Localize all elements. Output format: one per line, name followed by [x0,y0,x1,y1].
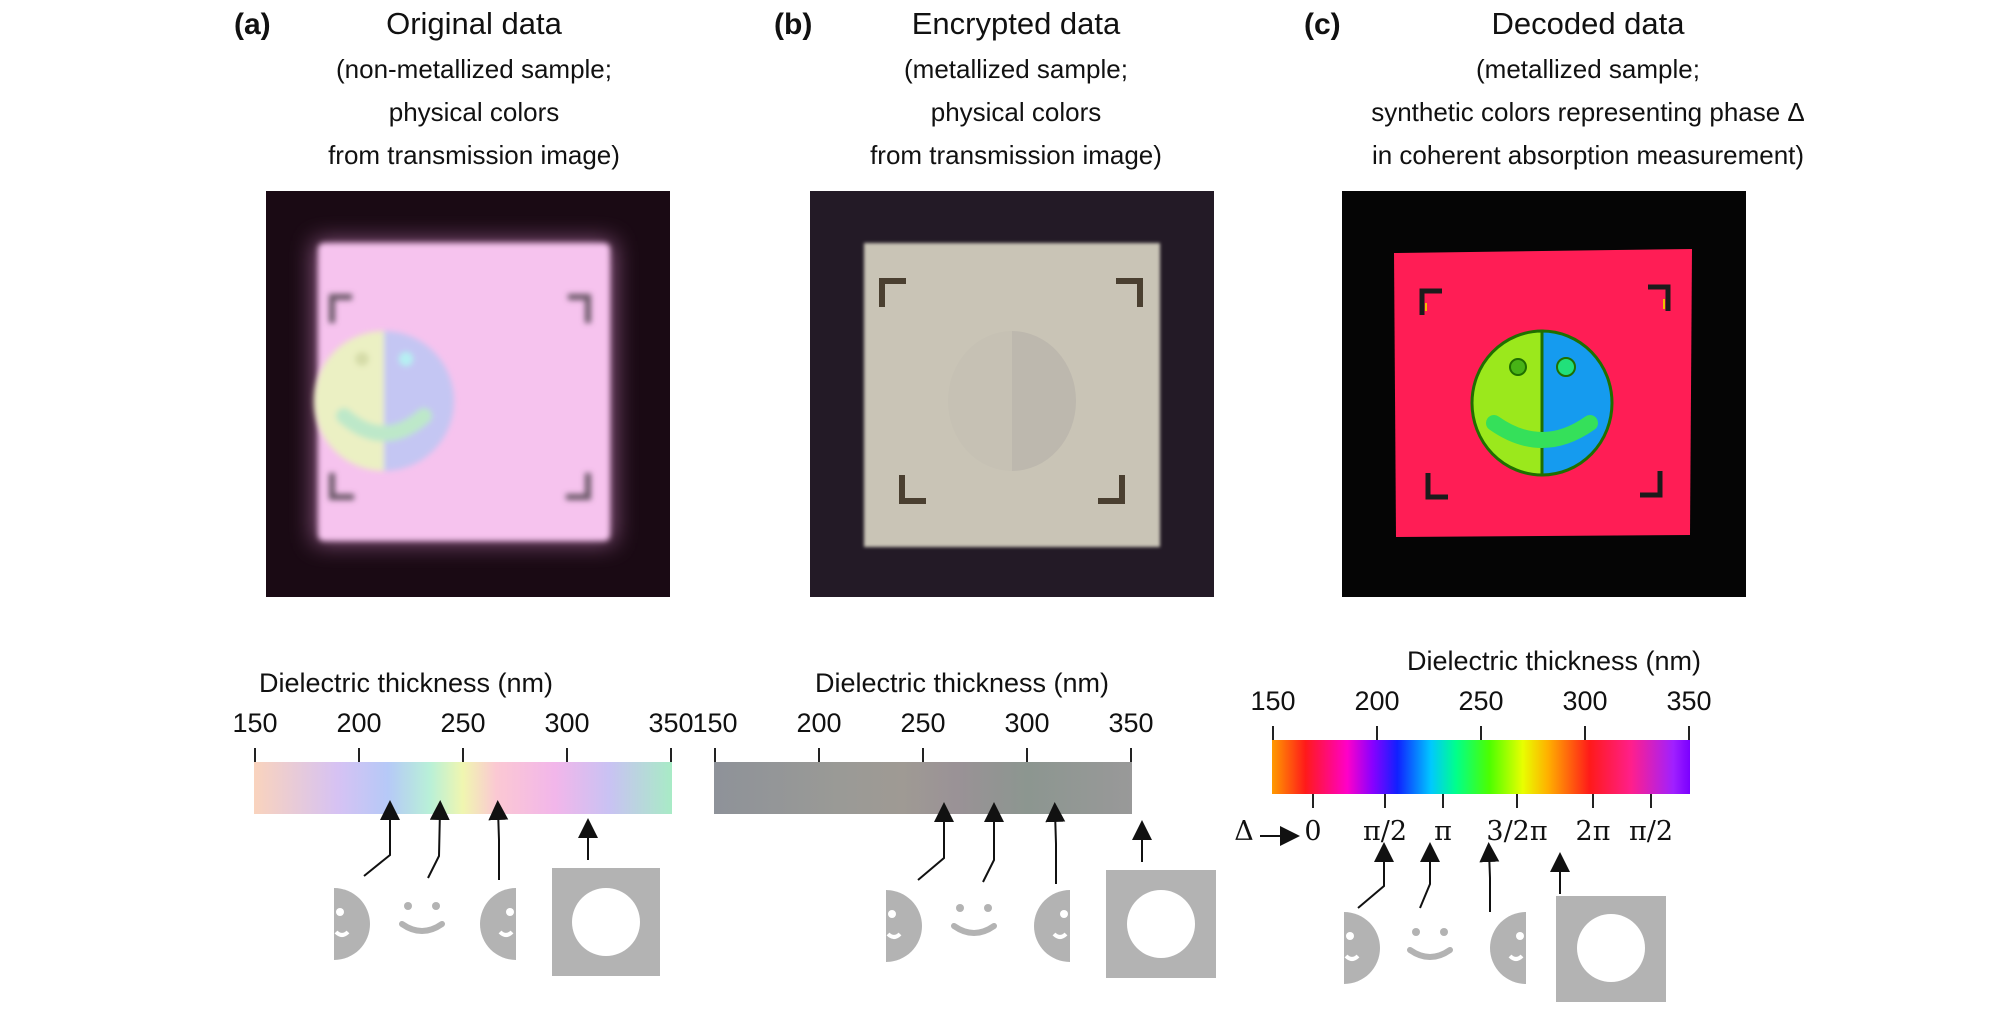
phase-label: π [1434,816,1452,847]
half-face-icon [1490,912,1526,984]
axis-tick [358,748,360,762]
axis-tick [462,748,464,762]
phase-tick [1650,794,1652,808]
tick-label: 200 [796,708,842,738]
panel-letter: (a) [234,8,271,41]
axis-tick [1480,726,1482,740]
half-face-icon [480,888,516,960]
panel-subtitle-3: from transmission image) [870,140,1162,170]
panel-c: (c) Decoded data (metallized sample; syn… [1234,0,2008,1004]
axis-tick [1130,748,1132,762]
icon-row-b [886,870,1216,978]
delta-prefix: Δ [1234,816,1254,847]
panel-subtitle-2: physical colors [930,97,1102,127]
half-face-icon [1034,890,1070,962]
arrows-c [1357,842,1570,912]
panel-letter: (b) [774,8,813,41]
phase-tick [1592,794,1594,808]
phase-tick [1516,794,1518,808]
axis-tick [818,748,820,762]
thickness-color-bar [254,762,672,814]
icon-row-c [1344,896,1666,1002]
half-face-icon [1344,912,1380,984]
tick-label: 150 [232,708,278,738]
panel-letter: (c) [1304,8,1341,41]
phase-label: 0 [1304,816,1322,847]
panel-title: Encrypted data [911,6,1121,41]
tick-label: 150 [692,708,738,738]
panel-b: (b) Encrypted data (metallized sample; p… [680,0,1240,1004]
tick-label: 200 [336,708,382,738]
axis-tick [1376,726,1378,740]
panel-subtitle-2: synthetic colors representing phase Δ [1371,97,1805,127]
tick-label: 350 [648,708,694,738]
tick-label: 350 [1108,708,1154,738]
square-ring-icon [1106,870,1216,978]
tick-label: 300 [1562,686,1608,716]
sample-photo-original [266,191,670,597]
square-ring-icon [552,868,660,976]
phase-tick [1384,794,1386,808]
panel-subtitle-1: (metallized sample; [1476,54,1700,84]
tick-label: 250 [1458,686,1504,716]
axis-title: Dielectric thickness (nm) [1406,646,1702,676]
panel-a: (a) Original data (non-metallized sample… [0,0,694,1004]
axis-tick [922,748,924,762]
panel-subtitle-2: physical colors [388,97,560,127]
icon-row-a [334,868,660,976]
panel-subtitle-3: from transmission image) [328,140,620,170]
smile-icon [1407,928,1453,960]
phase-label: π/2 [1362,816,1408,847]
axis-tick [1272,726,1274,740]
phase-tick [1312,794,1314,808]
panel-title: Original data [386,6,562,41]
tick-label: 150 [1250,686,1296,716]
sample-photo-encrypted [810,191,1214,597]
axis-tick [1026,748,1028,762]
axis-tick [566,748,568,762]
tick-label: 250 [440,708,486,738]
delta-arrow [1260,826,1300,846]
arrows-a [363,800,598,880]
phase-tick [1442,794,1444,808]
sample-photo-decoded [1342,191,1746,597]
half-face-icon [334,888,370,960]
tick-label: 250 [900,708,946,738]
axis-tick [714,748,716,762]
tick-label: 350 [1666,686,1712,716]
tick-label: 300 [544,708,590,738]
square-ring-icon [1556,896,1666,1002]
phase-label: 3/2π [1486,816,1548,847]
tick-label: 300 [1004,708,1050,738]
axis-tick [670,748,672,762]
axis-tick [254,748,256,762]
axis-tick [1584,726,1586,740]
phase-label: π/2 [1628,816,1674,847]
panel-title: Decoded data [1491,6,1685,41]
axis-title: Dielectric thickness (nm) [258,668,554,698]
phase-label: 2π [1575,816,1611,847]
arrows-b [917,802,1152,884]
tick-label: 200 [1354,686,1400,716]
panel-subtitle-1: (metallized sample; [904,54,1128,84]
axis-tick [1688,726,1690,740]
smile-icon [951,904,997,936]
half-face-icon [886,890,922,962]
panel-subtitle-3: in coherent absorption measurement) [1371,140,1805,170]
axis-title: Dielectric thickness (nm) [814,668,1110,698]
panel-subtitle-1: (non-metallized sample; [335,54,612,84]
smile-icon [399,902,445,934]
phase-color-bar [1272,740,1690,794]
